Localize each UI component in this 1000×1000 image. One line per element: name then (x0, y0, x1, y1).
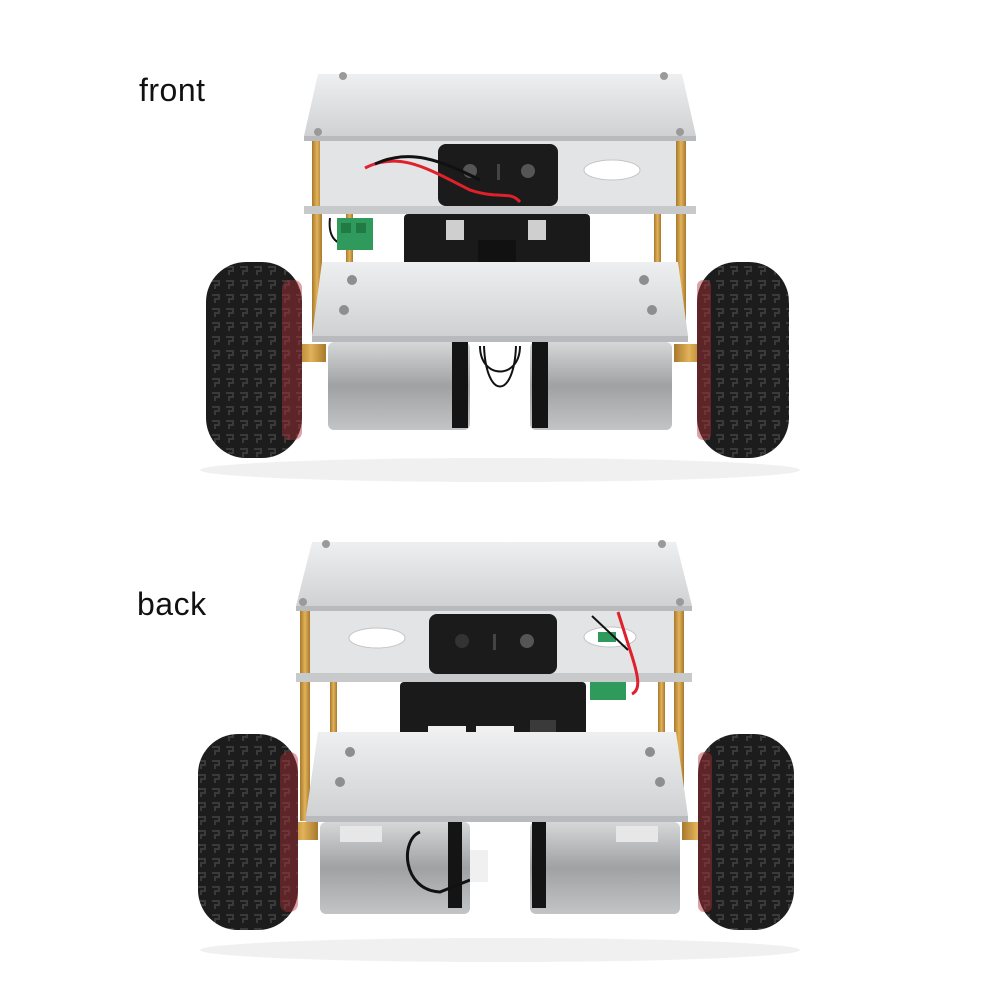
label-back: back (137, 586, 207, 622)
robot-front-view (0, 40, 1000, 520)
label-front: front (139, 72, 206, 108)
robot-front-illustration (200, 72, 800, 482)
robot-back-illustration (198, 540, 800, 962)
robot-back-view (0, 520, 1000, 1000)
left-wheel (206, 262, 302, 458)
right-wheel (697, 262, 789, 458)
